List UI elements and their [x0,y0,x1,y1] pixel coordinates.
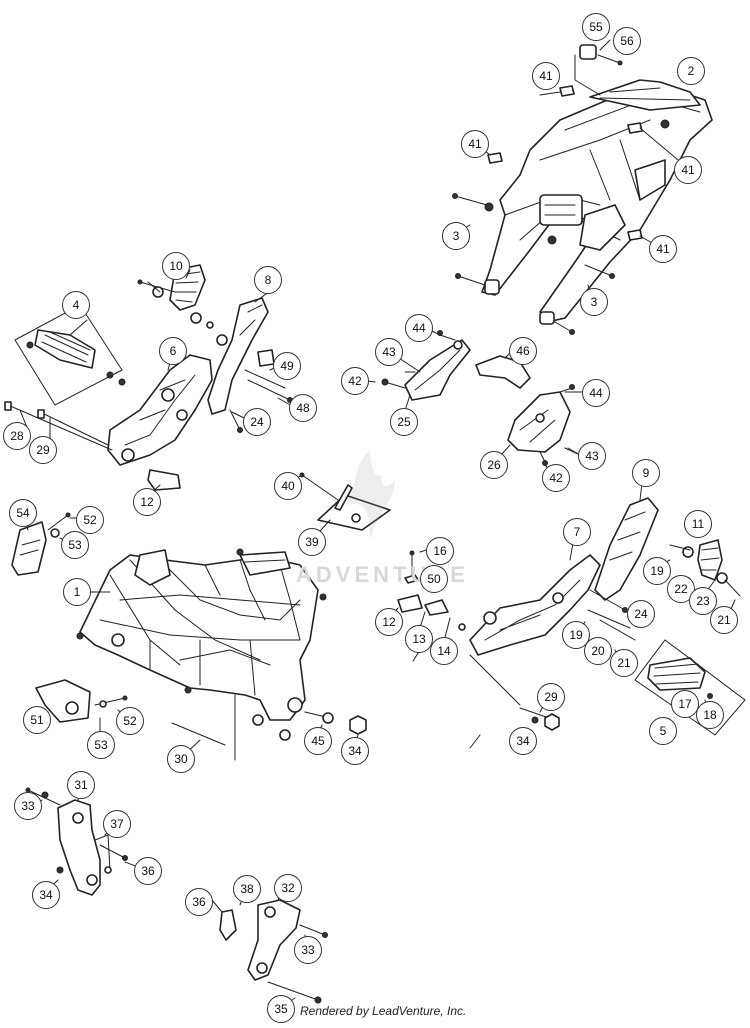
callout-30[interactable]: 30 [167,745,195,773]
callout-8[interactable]: 8 [254,266,282,294]
callout-6[interactable]: 6 [159,337,187,365]
callout-49[interactable]: 49 [273,352,301,380]
callout-5[interactable]: 5 [649,717,677,745]
heel-guard-part [299,472,391,531]
callout-56[interactable]: 56 [613,27,641,55]
callout-44[interactable]: 44 [405,314,433,342]
callout-52[interactable]: 52 [116,707,144,735]
callout-3[interactable]: 3 [442,222,470,250]
callout-44[interactable]: 44 [582,379,610,407]
left-footpeg-assembly [4,264,293,491]
callout-46[interactable]: 46 [509,337,537,365]
callout-26[interactable]: 26 [480,451,508,479]
subframe-part [452,44,713,335]
callout-53[interactable]: 53 [61,531,89,559]
callout-48[interactable]: 48 [289,394,317,422]
callout-2[interactable]: 2 [677,57,705,85]
callout-29[interactable]: 29 [537,683,565,711]
callout-10[interactable]: 10 [162,252,190,280]
center-brackets [381,330,581,466]
callout-19[interactable]: 19 [643,557,671,585]
callout-13[interactable]: 13 [405,625,433,653]
callout-12[interactable]: 12 [375,608,403,636]
callout-39[interactable]: 39 [298,528,326,556]
callout-41[interactable]: 41 [649,235,677,263]
callout-21[interactable]: 21 [610,649,638,677]
callout-52[interactable]: 52 [76,506,104,534]
callout-41[interactable]: 41 [674,156,702,184]
callout-14[interactable]: 14 [430,637,458,665]
watermark-flame-logo [345,450,395,540]
right-footpeg-assembly [397,497,746,736]
callout-9[interactable]: 9 [632,459,660,487]
callout-41[interactable]: 41 [461,130,489,158]
callout-32[interactable]: 32 [274,874,302,902]
callout-55[interactable]: 55 [582,13,610,41]
lower-left-bracket [25,787,128,896]
callout-36[interactable]: 36 [185,888,213,916]
callout-40[interactable]: 40 [274,472,302,500]
callout-33[interactable]: 33 [14,792,42,820]
callout-7[interactable]: 7 [563,518,591,546]
main-frame-part [11,512,367,761]
callout-34[interactable]: 34 [32,881,60,909]
callout-1[interactable]: 1 [63,578,91,606]
callout-29[interactable]: 29 [29,436,57,464]
callout-17[interactable]: 17 [671,690,699,718]
callout-4[interactable]: 4 [62,291,90,319]
callout-31[interactable]: 31 [67,771,95,799]
credit-text: Rendered by LeadVenture, Inc. [300,1004,467,1018]
callout-38[interactable]: 38 [233,875,261,903]
callout-11[interactable]: 11 [684,510,712,538]
callout-36[interactable]: 36 [134,857,162,885]
callout-42[interactable]: 42 [341,367,369,395]
callout-53[interactable]: 53 [87,731,115,759]
callout-42[interactable]: 42 [542,464,570,492]
callout-50[interactable]: 50 [420,565,448,593]
callout-43[interactable]: 43 [578,442,606,470]
callout-43[interactable]: 43 [375,338,403,366]
callout-51[interactable]: 51 [23,706,51,734]
callout-37[interactable]: 37 [103,810,131,838]
callout-54[interactable]: 54 [9,499,37,527]
callout-21[interactable]: 21 [710,606,738,634]
callout-33[interactable]: 33 [294,936,322,964]
callout-45[interactable]: 45 [304,727,332,755]
callout-34[interactable]: 34 [509,727,537,755]
callout-20[interactable]: 20 [584,637,612,665]
callout-25[interactable]: 25 [390,408,418,436]
callout-41[interactable]: 41 [532,62,560,90]
callout-3[interactable]: 3 [580,288,608,316]
callout-28[interactable]: 28 [3,422,31,450]
callout-35[interactable]: 35 [267,995,295,1023]
lower-center-bracket [211,899,328,1004]
callout-12[interactable]: 12 [133,488,161,516]
callout-18[interactable]: 18 [696,701,724,729]
callout-24[interactable]: 24 [627,600,655,628]
callout-24[interactable]: 24 [243,408,271,436]
callout-34[interactable]: 34 [341,737,369,765]
callout-16[interactable]: 16 [426,537,454,565]
